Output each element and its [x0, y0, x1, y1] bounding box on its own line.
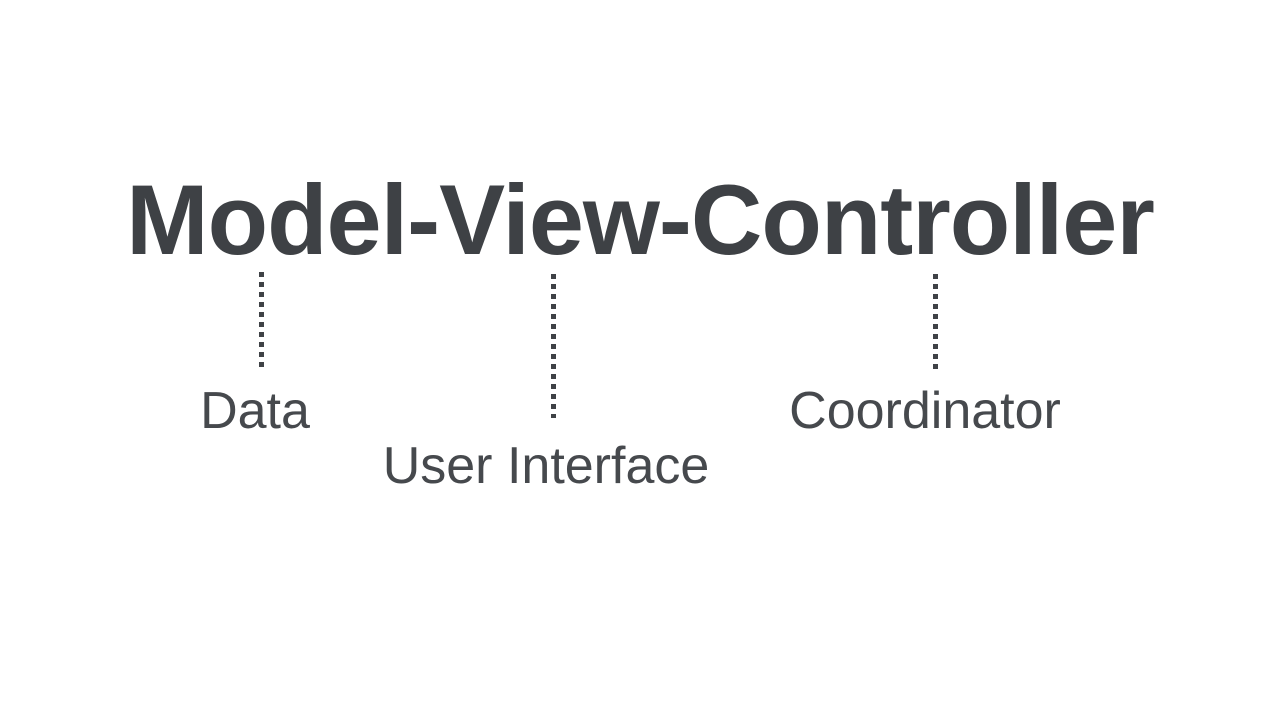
annotation-label-view: User Interface: [382, 437, 710, 495]
annotation-label-controller: Coordinator: [789, 382, 1061, 440]
dotted-connector-view: [551, 274, 556, 418]
annotation-label-model: Data: [200, 382, 310, 440]
dotted-connector-controller: [933, 274, 938, 369]
dotted-connector-model: [259, 272, 264, 369]
page-title: Model-View-Controller: [126, 164, 1155, 275]
